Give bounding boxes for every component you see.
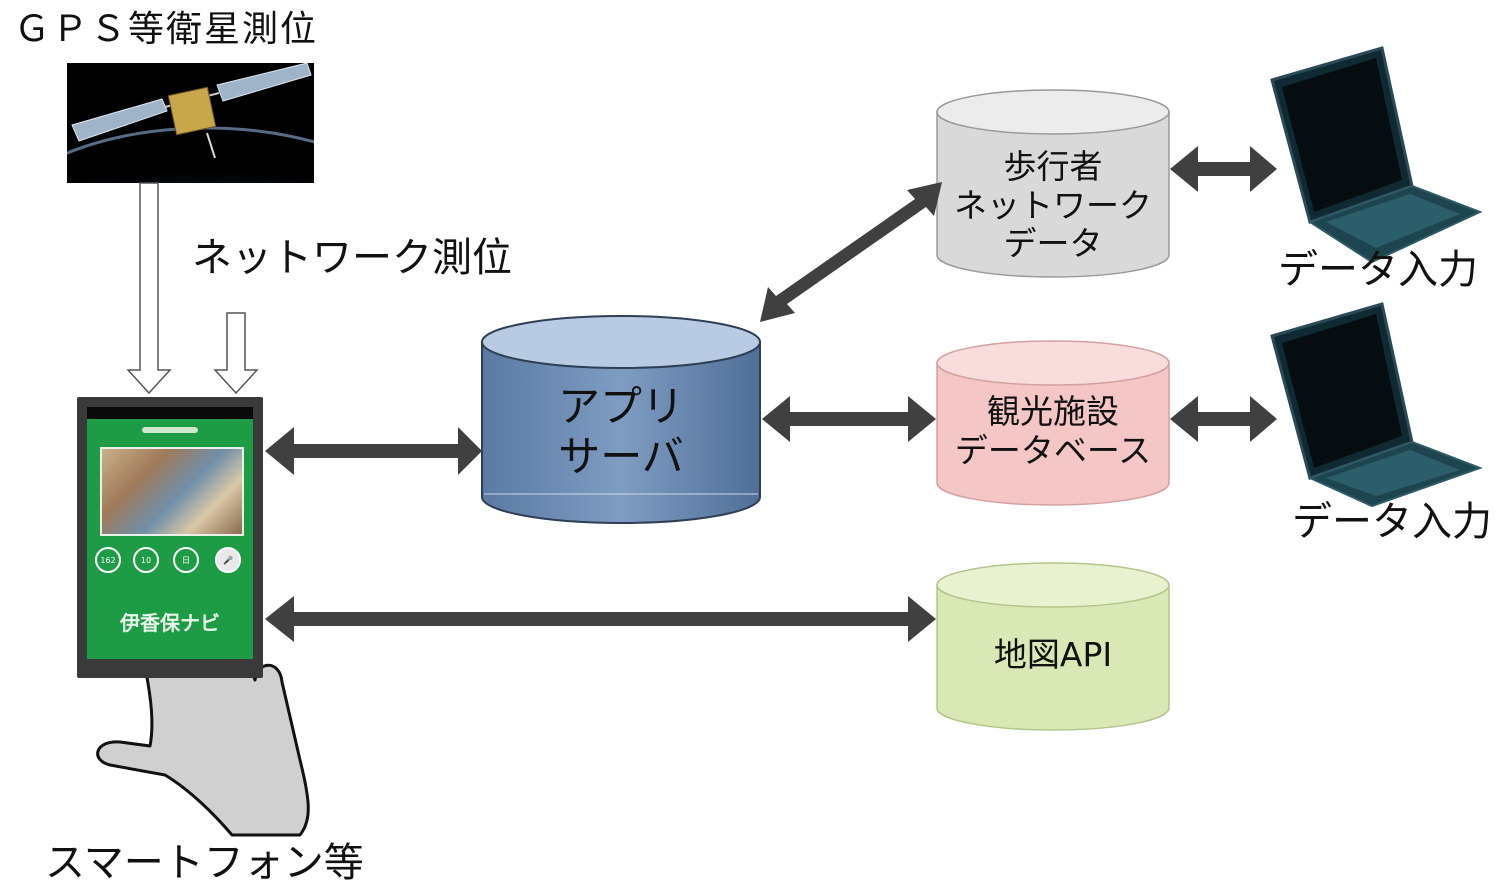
gauge-1[interactable]: 162 (95, 547, 121, 573)
phone-screen: 162 10 日 🎤 伊香保ナビ (87, 407, 253, 659)
data-input-label-2: データ入力 (1292, 499, 1492, 545)
gauge-2[interactable]: 10 (133, 547, 159, 573)
arrow-phone-mapapi (265, 596, 936, 642)
arrow-server-pedestrian (760, 182, 942, 322)
network-down-arrow (213, 312, 259, 395)
pedestrian-line1: 歩行者 (1003, 146, 1103, 186)
tourism-line2: データベース (954, 431, 1152, 470)
map-api-cylinder (936, 562, 1170, 731)
gps-label: ＧＰＳ等衛星測位 (14, 9, 319, 50)
map-api-label: 地図API (937, 620, 1169, 690)
app-server-line2: サーバ (558, 432, 684, 481)
arrow-pedestrian-laptop (1170, 146, 1277, 192)
arrow-phone-server (265, 427, 482, 475)
pedestrian-line2: ネットワーク (954, 185, 1152, 225)
pedestrian-network-label: 歩行者 ネットワーク データ (937, 140, 1169, 272)
phone-header-logo (142, 427, 198, 433)
tourism-facility-label: 観光施設 データベース (937, 382, 1169, 482)
satellite-icon (67, 63, 314, 183)
pedestrian-network-cylinder (936, 89, 1170, 278)
data-input-label-1: データ入力 (1278, 247, 1478, 293)
tourism-line1: 観光施設 (987, 392, 1119, 432)
phone-status-bar (87, 407, 253, 419)
app-server-cylinder (481, 315, 761, 524)
arrow-server-tourism (762, 396, 936, 442)
app-server-label: アプリ サーバ (482, 372, 760, 492)
laptop-icon-1 (1270, 46, 1483, 264)
smartphone-label: スマートフォン等 (45, 840, 364, 886)
map-api-line1: 地図API (993, 634, 1113, 674)
pedestrian-line3: データ (1003, 224, 1103, 264)
phone-app-title: 伊香保ナビ (120, 611, 220, 635)
gps-down-arrow (126, 182, 172, 395)
microphone-icon[interactable]: 🎤 (215, 547, 241, 573)
arrow-tourism-laptop (1170, 396, 1277, 442)
gauge-3[interactable]: 日 (173, 547, 199, 573)
smartphone: 162 10 日 🎤 伊香保ナビ (77, 397, 263, 678)
app-server-line1: アプリ (557, 382, 684, 432)
tourism-facility-cylinder (936, 340, 1170, 506)
network-positioning-label: ネットワーク測位 (192, 235, 512, 281)
satellite-image (67, 63, 314, 183)
laptop-icon-2 (1270, 302, 1483, 508)
phone-photo (100, 447, 244, 536)
